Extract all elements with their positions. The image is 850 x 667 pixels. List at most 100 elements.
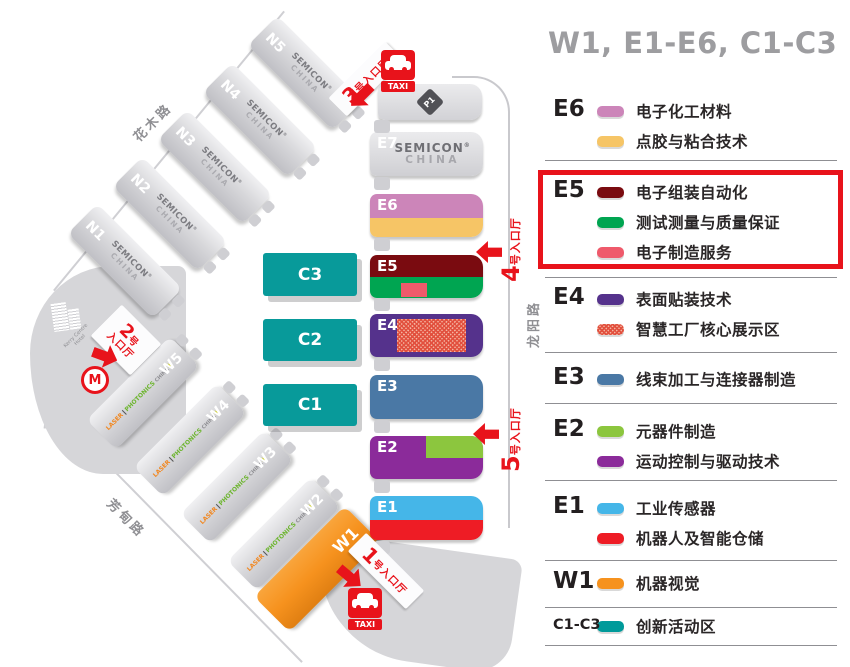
corridor-stub — [374, 480, 390, 493]
legend-code-e2: E2 — [553, 416, 585, 442]
color-swatch — [597, 455, 624, 467]
legend-code-w1: W1 — [553, 568, 595, 594]
e5-zone-ems — [401, 283, 427, 297]
legend-item: 工业传感器 — [597, 495, 845, 521]
legend-item: 机器视觉 — [597, 570, 845, 596]
hall-e6: E6 — [370, 194, 483, 237]
legend-group-e3: E3 线束加工与连接器制造 — [545, 364, 845, 392]
legend-separator — [545, 480, 837, 481]
legend-item: 运动控制与驱动技术 — [597, 448, 845, 474]
hall-e2: E2 — [370, 436, 483, 479]
legend-item: 测试测量与质量保证 — [597, 209, 845, 235]
semicon-logo: SEMICON® CHINA — [198, 144, 244, 190]
hall-n5-label: N5 — [261, 29, 289, 57]
e6-zone-chem — [370, 194, 483, 218]
legend-code-c1c3: C1-C3 — [553, 617, 601, 633]
hall-c1-label: C1 — [297, 395, 323, 415]
color-swatch — [597, 105, 624, 117]
e1-zone-sensors — [370, 496, 483, 521]
parking-p1-icon: P1 — [415, 87, 445, 117]
legend-separator — [545, 403, 837, 404]
hall-n4-label: N4 — [216, 76, 244, 104]
color-swatch — [597, 293, 624, 305]
hall-e3-label: E3 — [377, 377, 398, 395]
hall-e6-label: E6 — [377, 196, 398, 214]
legend-separator — [545, 277, 837, 278]
legend-separator — [545, 352, 837, 353]
hall-n3-label: N3 — [171, 123, 199, 151]
venue-boundary-east — [452, 76, 510, 528]
hall-c2-label: C2 — [297, 330, 323, 350]
road-label-longyang: 龙阳路 — [527, 299, 542, 348]
color-swatch — [597, 620, 624, 632]
hall-e4-label: E4 — [377, 316, 398, 334]
legend-code-e6: E6 — [553, 96, 585, 122]
hall-c3: C3 — [263, 253, 357, 296]
legend-code-e5: E5 — [553, 177, 585, 203]
hall-e1: E1 — [370, 496, 483, 540]
taxi-icon — [381, 50, 415, 80]
hall-e2-label: E2 — [377, 438, 398, 456]
metro-station-icon: M — [81, 366, 109, 394]
corridor-stub — [374, 298, 390, 311]
map-area: 花木路 芳甸路 龙阳路 Kerry Centre Hotel N1 SEMICO… — [0, 0, 545, 667]
legend-code-e4: E4 — [553, 284, 585, 310]
hall-e1-label: E1 — [377, 498, 398, 516]
corridor-stub — [374, 420, 390, 433]
semicon-logo: SEMICON® CHINA — [394, 140, 471, 166]
hatch-swatch — [597, 323, 624, 335]
hall-e5-label: E5 — [377, 257, 398, 275]
e1-zone-robots — [370, 520, 483, 540]
legend-group-e1: E1 工业传感器 机器人及智能仓储 — [545, 493, 845, 551]
hall-c2: C2 — [263, 319, 357, 361]
legend-item: 创新活动区 — [597, 613, 845, 639]
legend-item: 电子组装自动化 — [597, 179, 845, 205]
color-swatch — [597, 532, 624, 544]
page-title: W1, E1-E6, C1-C3 — [548, 26, 838, 60]
legend-code-e3: E3 — [553, 364, 585, 390]
legend-separator — [545, 607, 837, 608]
legend-group-e5: E5 电子组装自动化 测试测量与质量保证 电子制造服务 — [545, 177, 845, 265]
taxi-stand-south: TAXI — [348, 588, 382, 630]
legend-item: 元器件制造 — [597, 418, 845, 444]
legend-item: 电子化工材料 — [597, 98, 845, 124]
corridor-stub — [374, 120, 390, 133]
color-swatch — [597, 425, 624, 437]
hall-e7: E7 SEMICON® CHINA — [370, 132, 483, 176]
legend-group-e2: E2 元器件制造 运动控制与驱动技术 — [545, 416, 845, 474]
taxi-icon — [348, 588, 382, 618]
entrance-5-label: 5号入口厅 — [497, 407, 525, 472]
legend-item: 点胶与粘合技术 — [597, 128, 845, 154]
corridor-stub — [374, 238, 390, 251]
e5-highlight-box — [538, 170, 843, 269]
legend-group-c1c3: C1-C3 创新活动区 — [545, 613, 845, 639]
legend-group-w1: W1 机器视觉 — [545, 568, 845, 596]
legend-item: 表面贴装技术 — [597, 286, 845, 312]
hotel-building-icon — [50, 294, 84, 332]
legend-separator — [545, 160, 837, 161]
hall-e5: E5 — [370, 255, 483, 298]
e2-zone-components — [426, 436, 483, 458]
legend-code-e1: E1 — [553, 493, 585, 519]
legend-item: 电子制造服务 — [597, 239, 845, 265]
color-swatch — [597, 373, 624, 385]
corridor-stub — [374, 358, 390, 371]
e6-zone-dispensing — [370, 217, 483, 237]
semicon-logo: SEMICON® CHINA — [288, 50, 334, 96]
color-swatch — [597, 246, 624, 258]
color-swatch — [597, 502, 624, 514]
legend-item: 智慧工厂核心展示区 — [597, 316, 845, 342]
legend-separator — [545, 645, 837, 646]
hall-n2-label: N2 — [126, 170, 154, 198]
color-swatch — [597, 186, 624, 198]
legend-item: 机器人及智能仓储 — [597, 525, 845, 551]
hall-e3: E3 — [370, 375, 483, 419]
semicon-logo: SEMICON® CHINA — [153, 191, 199, 237]
hall-e7-label: E7 — [377, 134, 398, 152]
e5-zone-assembly — [370, 255, 483, 278]
color-swatch — [597, 577, 624, 589]
hall-c3-label: C3 — [297, 264, 323, 285]
hall-c1: C1 — [263, 384, 357, 426]
taxi-stand-north: TAXI — [381, 50, 415, 92]
